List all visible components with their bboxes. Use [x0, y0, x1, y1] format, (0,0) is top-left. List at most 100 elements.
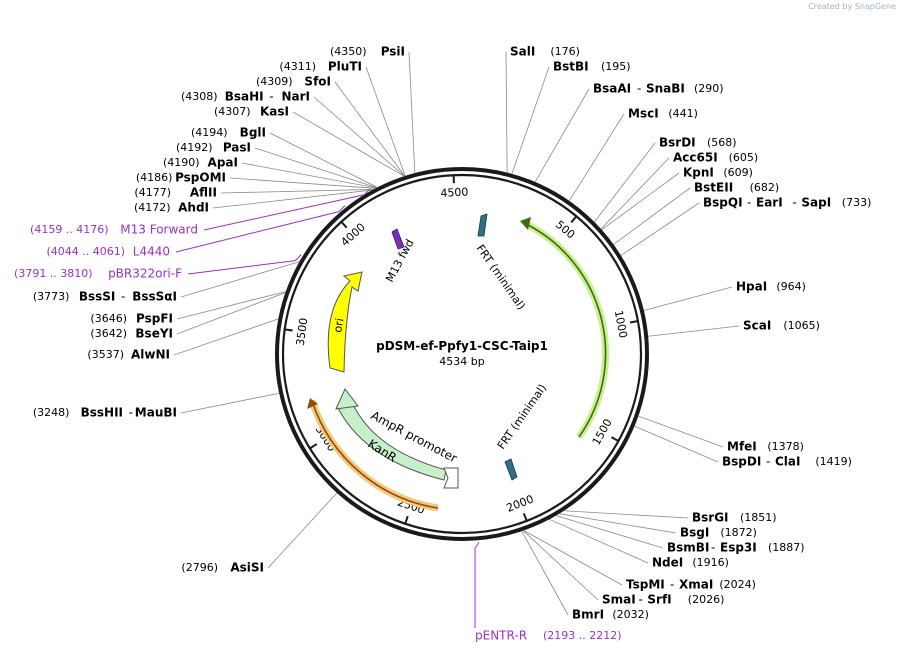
enzyme-leader — [643, 286, 733, 311]
enzyme-leader — [638, 415, 724, 448]
tick-label: 500 — [553, 218, 577, 241]
enzyme-label: BstEII — [694, 181, 733, 195]
enzyme-separator: - — [637, 82, 641, 96]
feature-arc-right-core — [527, 224, 607, 438]
enzyme-label: SalI — [510, 45, 535, 59]
enzyme-label: NdeI — [652, 556, 683, 570]
enzyme-separator: - — [792, 196, 796, 210]
enzyme-label: SrfI — [647, 593, 671, 607]
enzyme-label: BsgI — [680, 526, 709, 540]
primer-range: (2193 .. 2212) — [543, 629, 622, 642]
enzyme-position: (1065) — [783, 319, 820, 332]
enzyme-leader — [176, 291, 286, 320]
enzyme-label: ScaI — [743, 319, 771, 333]
enzyme-position: (290) — [694, 82, 724, 95]
enzyme-label: SapI — [801, 196, 831, 210]
enzyme-position: (4172) — [134, 201, 171, 214]
enzyme-leader — [559, 513, 677, 534]
enzyme-label: BglI — [240, 126, 266, 140]
enzyme-label: BspQI — [703, 196, 743, 210]
primer-range: (4044 .. 4061) — [46, 245, 125, 258]
enzyme-position: (3642) — [90, 327, 127, 340]
enzyme-leader — [408, 51, 416, 174]
enzyme-position: (4350) — [330, 45, 367, 58]
feature-ori-label: ori — [331, 317, 346, 333]
enzyme-labels: SalI(176)BstBI(195)BsaAI-SnaBI(290)MscI(… — [14, 45, 871, 643]
enzyme-leader — [180, 261, 300, 298]
enzyme-leader — [523, 530, 599, 601]
enzyme-label: PasI — [223, 141, 251, 155]
enzyme-leader — [511, 66, 550, 174]
enzyme-leader — [180, 392, 280, 414]
enzyme-label: XmaI — [679, 578, 713, 592]
plasmid-name: pDSM-ef-Ppfy1-CSC-Taip1 — [376, 339, 548, 353]
enzyme-position: (1916) — [692, 556, 729, 569]
enzyme-position: (682) — [750, 181, 780, 194]
primer-leader — [175, 205, 346, 253]
tick-mark — [308, 443, 318, 450]
enzyme-leader — [523, 530, 623, 586]
enzyme-position: (3248) — [33, 406, 70, 419]
tick-label: 4500 — [440, 186, 469, 200]
enzyme-label: MauBI — [135, 406, 177, 420]
enzyme-label: BspDI — [722, 455, 761, 469]
enzyme-label: BssSI — [79, 290, 116, 304]
enzyme-position: (1378) — [767, 440, 804, 453]
enzyme-label: BseYI — [135, 327, 173, 341]
enzyme-leader — [613, 187, 691, 245]
enzyme-position: (3537) — [87, 348, 124, 361]
leader-lines — [173, 51, 740, 628]
enzyme-label: PspOMI — [175, 171, 226, 185]
primer-label: M13 Forward — [120, 223, 198, 237]
enzyme-position: (4186) — [136, 171, 173, 184]
enzyme-position: (1887) — [768, 541, 805, 554]
enzyme-leader — [269, 132, 378, 188]
enzyme-position: (4194) — [191, 126, 228, 139]
enzyme-label: AsiSI — [230, 561, 264, 575]
enzyme-label: AflII — [190, 186, 217, 200]
enzyme-label: SnaBI — [646, 82, 685, 96]
enzyme-leader — [313, 96, 405, 177]
enzyme-label: PluTI — [328, 60, 362, 74]
enzyme-label: BstBI — [553, 60, 589, 74]
enzyme-leader — [620, 202, 700, 256]
enzyme-position: (3773) — [33, 290, 70, 303]
enzyme-label: EarI — [756, 196, 783, 210]
enzyme-position: (3646) — [90, 312, 127, 325]
enzyme-label: PsiI — [381, 45, 405, 59]
enzyme-separator: - — [269, 90, 273, 104]
enzyme-position: (1872) — [720, 526, 757, 539]
enzyme-label: ClaI — [775, 455, 800, 469]
enzyme-separator: - — [711, 541, 715, 555]
enzyme-position: (2024) — [719, 578, 756, 591]
feature-frt-bottom-label: FRT (minimal) — [495, 382, 549, 452]
enzyme-label: BssSαI — [132, 290, 177, 304]
enzyme-position: (4307) — [214, 105, 251, 118]
enzyme-leader — [563, 510, 689, 519]
feature-arc-orange-core — [311, 400, 439, 509]
feature-arc-right — [526, 221, 610, 440]
enzyme-label: Acc65I — [673, 151, 718, 165]
enzyme-position: (568) — [707, 136, 737, 149]
tick-mark — [570, 214, 578, 224]
enzyme-position: (733) — [842, 196, 872, 209]
enzyme-separator: - — [766, 455, 770, 469]
primer-leader — [474, 541, 480, 628]
enzyme-label: HpaI — [736, 280, 767, 294]
enzyme-leader — [594, 142, 656, 223]
enzyme-leader — [334, 81, 405, 177]
enzyme-label: SmaI — [602, 593, 636, 607]
enzyme-label: MfeI — [727, 440, 757, 454]
enzyme-separator: - — [638, 593, 642, 607]
enzyme-label: NarI — [281, 90, 310, 104]
enzyme-label: BmrI — [572, 608, 604, 622]
tick-mark — [403, 515, 409, 526]
tick-label: 3500 — [294, 317, 311, 347]
feature-frt-top-label: FRT (minimal) — [474, 242, 528, 312]
tick-mark — [339, 220, 348, 229]
enzyme-label: BsaAI — [593, 82, 631, 96]
primer-leader — [203, 188, 371, 231]
tick-mark — [629, 319, 640, 324]
credit: Created by SnapGene — [808, 2, 896, 11]
